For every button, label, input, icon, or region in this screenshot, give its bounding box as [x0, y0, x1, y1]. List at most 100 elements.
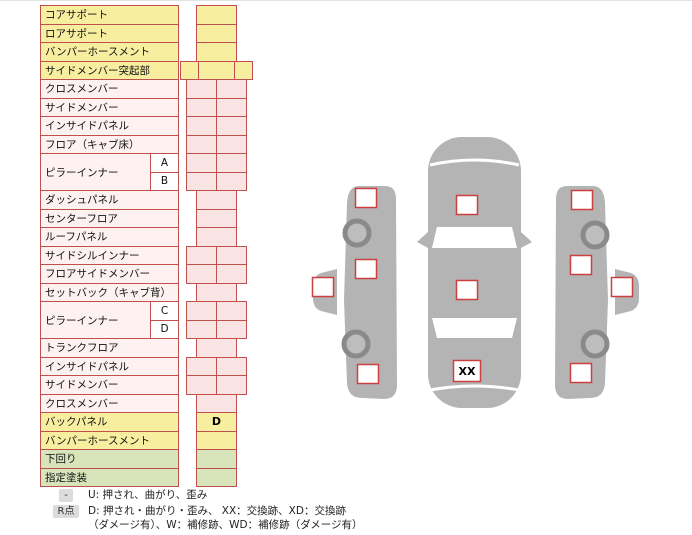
part-label: ロアサポート	[40, 23, 179, 43]
damage-cell	[196, 282, 237, 302]
part-label: ピラーインナー	[40, 301, 151, 339]
part-label: インサイドパネル	[40, 116, 179, 136]
part-label: ルーフパネル	[40, 227, 179, 247]
left-mirror-icon	[417, 232, 428, 248]
left-rear-wheel-icon	[341, 329, 371, 359]
marker-label-center-trunk: XX	[459, 365, 476, 378]
part-label: インサイドパネル	[40, 356, 179, 376]
part-label: サイドメンバー	[40, 375, 179, 395]
marker-left-side-bottom	[356, 363, 380, 385]
part-label: バンパーホースメント	[40, 430, 179, 450]
damage-cell	[186, 134, 217, 154]
damage-cell	[216, 264, 247, 284]
part-label: 下回り	[40, 449, 179, 469]
damage-cell	[186, 264, 217, 284]
damage-cell	[196, 430, 237, 450]
damage-cell	[216, 97, 247, 117]
damage-cell	[216, 375, 247, 395]
pillar-sub-label: D	[150, 319, 179, 339]
rear-window	[432, 318, 517, 338]
marker-center-trunk	[452, 359, 482, 383]
part-label: 指定塗装	[40, 467, 179, 487]
part-label: クロスメンバー	[40, 393, 179, 413]
car-side-view-right	[555, 186, 610, 399]
marker-left-side-top	[354, 187, 378, 209]
damage-cell	[186, 319, 217, 339]
part-label: クロスメンバー	[40, 79, 179, 99]
legend-text-r2: （ダメージ有）、W：補修跡、WD：補修跡（ダメージ有）	[88, 519, 363, 531]
pillar-sub-label: B	[150, 171, 179, 191]
legend-text-r1: D: 押され・曲がり・歪み、 XX：交換跡、XD：交換跡	[88, 505, 346, 517]
damage-cell	[196, 190, 237, 210]
damage-cell	[216, 116, 247, 136]
damage-cell	[186, 171, 217, 191]
damage-cell	[216, 356, 247, 376]
damage-cell	[186, 301, 217, 321]
windshield	[432, 227, 517, 248]
damage-cell	[186, 245, 217, 265]
damage-cell	[216, 245, 247, 265]
damage-cell	[180, 60, 199, 80]
car-top-view	[417, 137, 532, 408]
damage-cell	[186, 153, 217, 173]
damage-cell	[216, 319, 247, 339]
damage-cell	[186, 116, 217, 136]
damage-cell	[186, 375, 217, 395]
hood-line	[429, 158, 520, 167]
left-front-wheel-icon	[342, 218, 372, 248]
part-label: センターフロア	[40, 208, 179, 228]
damage-cell	[196, 23, 237, 43]
legend-row-u: - U: 押され、曲がり、歪み	[50, 488, 363, 502]
damage-cell	[196, 338, 237, 358]
car-diagram: XX	[311, 137, 639, 408]
damage-cell	[216, 171, 247, 191]
car-side-view-left	[341, 186, 397, 399]
part-label: セットバック（キャブ背）	[40, 282, 179, 302]
damage-cell	[186, 79, 217, 99]
part-label: バンパーホースメント	[40, 42, 179, 62]
damage-cell	[216, 301, 247, 321]
damage-cell	[196, 449, 237, 469]
damage-cell	[196, 227, 237, 247]
marker-left-outer-panel	[311, 276, 335, 298]
part-label: サイドシルインナー	[40, 245, 179, 265]
part-label: ダッシュパネル	[40, 190, 179, 210]
damage-cell	[196, 467, 237, 487]
damage-cell	[216, 134, 247, 154]
marker-right-side-bottom	[569, 362, 593, 384]
damage-cell	[186, 356, 217, 376]
right-mirror-icon	[521, 232, 532, 248]
part-label: フロア（キャブ床）	[40, 134, 179, 154]
marker-left-side-middle	[354, 258, 378, 280]
part-label: サイドメンバー	[40, 97, 179, 117]
part-label: サイドメンバー突起部	[40, 60, 179, 80]
marker-right-side-top	[570, 189, 594, 211]
top-divider	[0, 0, 692, 1]
damage-cell	[196, 208, 237, 228]
damage-cell	[186, 97, 217, 117]
legend-text-u: U: 押され、曲がり、歪み	[88, 489, 208, 501]
legend-row-rpoint: R点 D: 押され・曲がり・歪み、 XX：交換跡、XD：交換跡 （ダメージ有）、…	[50, 504, 363, 532]
pillar-sub-label: A	[150, 153, 179, 173]
damage-cell	[196, 5, 237, 25]
marker-right-outer-panel	[610, 276, 634, 298]
legend-badge-col: -	[50, 488, 82, 502]
pillar-sub-label: C	[150, 301, 179, 321]
legend: - U: 押され、曲がり、歪み R点 D: 押され・曲がり・歪み、 XX：交換跡…	[50, 488, 363, 534]
marker-right-side-middle	[569, 254, 593, 276]
damage-cell: D	[196, 412, 237, 432]
damage-cell	[216, 153, 247, 173]
part-label: ピラーインナー	[40, 153, 151, 191]
marker-center-hood	[455, 194, 479, 216]
legend-badge-col: R点	[50, 504, 82, 518]
damage-markers: XX	[311, 187, 634, 385]
right-front-wheel-icon	[580, 220, 610, 250]
trunk-line	[429, 384, 520, 392]
damage-cell	[216, 79, 247, 99]
damage-cell	[196, 393, 237, 413]
legend-badge-dash: -	[59, 489, 73, 502]
damage-cell	[196, 42, 237, 62]
part-label: バックパネル	[40, 412, 179, 432]
part-label: フロアサイドメンバー	[40, 264, 179, 284]
